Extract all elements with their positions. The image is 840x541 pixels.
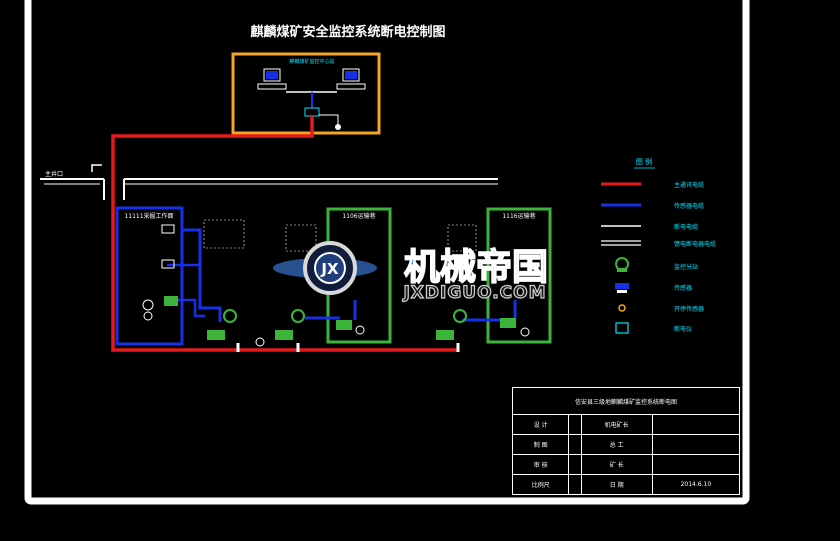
annotation-block [203, 219, 245, 249]
title-block-key: 制 图 [511, 434, 570, 455]
power-cutter-icon [520, 327, 530, 337]
title-block-value [568, 474, 582, 495]
sensor-icon [161, 259, 175, 269]
work-area-2-label: 1106运输巷 [342, 212, 375, 220]
diagram-title: 麒麟煤矿安全监控系统断电控制图 [250, 24, 445, 40]
title-block-header: 信安县三级地麒麟煤矿监控系统断电图 [512, 387, 740, 415]
substation-icon [436, 330, 454, 340]
legend-item-label: 开停传感器 [674, 305, 704, 313]
legend-item-label: 主通讯电缆 [674, 181, 704, 189]
work-area-3-box [486, 207, 552, 344]
power-cutter-icon [355, 325, 365, 335]
title-block-key: 审 核 [511, 454, 570, 475]
computer-right-icon [336, 68, 366, 90]
title-block-value [651, 414, 741, 435]
sensor-icon [615, 283, 629, 293]
title-block-key: 比例尺 [511, 474, 570, 495]
work-area-3: 1116运输巷 [436, 207, 552, 344]
title-block-key: 设 计 [511, 414, 570, 435]
annotation-block [285, 224, 317, 252]
substation-icon [207, 330, 225, 340]
power-cutter-icon [615, 322, 629, 334]
power-cutter-icon [142, 299, 154, 311]
work-area-1-box [115, 206, 184, 346]
ups-icon [335, 124, 341, 130]
substation-icon [615, 257, 629, 272]
monitoring-center: 麒麟煤矿监控中心站 [231, 52, 381, 135]
substation-icon [336, 320, 352, 330]
title-block-value [568, 434, 582, 455]
substation-icon [291, 309, 305, 323]
svg-text:JX: JX [320, 260, 339, 278]
monitoring-center-label: 麒麟煤矿监控中心站 [289, 58, 334, 65]
legend-title: 图 例 [636, 157, 652, 166]
annotation-block [447, 224, 477, 252]
substation-icon [275, 330, 293, 340]
substation-group-1 [207, 309, 305, 347]
ground-surface: 主井口 [40, 164, 498, 200]
title-block: 信安县三级地麒麟煤矿监控系统断电图 设 计 机电矿长 制 图 总 工 审 核 矿… [511, 387, 741, 495]
substation-icon [453, 309, 467, 323]
title-block-key: 矿 长 [580, 454, 653, 475]
power-cutter-icon [255, 337, 265, 347]
main-cable [111, 116, 460, 352]
substation-icon [223, 309, 237, 323]
computer-left-icon [257, 68, 287, 90]
legend-item-label: 传感器 [674, 284, 692, 292]
legend-item-label: 断电电缆 [674, 223, 698, 231]
title-block-key: 日 期 [580, 474, 653, 495]
watermark-en: JXDIGUO.COM [402, 283, 546, 303]
watermark: JX 机械帝国 JXDIGUO.COM [273, 241, 549, 304]
interface-unit-icon [304, 107, 320, 117]
title-block-value [651, 454, 741, 475]
shaft-label: 主井口 [45, 170, 63, 178]
work-area-1-label: 11111采掘工作面 [124, 212, 173, 220]
title-block-value: 2014.6.10 [651, 474, 741, 495]
legend-item-label: 馈电断电器电缆 [674, 240, 716, 248]
watermark-cn: 机械帝国 [404, 247, 548, 288]
title-block-key: 总 工 [580, 434, 653, 455]
onoff-sensor-icon [143, 311, 153, 321]
legend-item-label: 断电仪 [674, 325, 692, 333]
legend-item-label: 监控分站 [674, 263, 698, 271]
white-double-line-icon [601, 240, 641, 246]
substation-icon [164, 296, 178, 306]
onoff-sensor-icon [618, 304, 626, 312]
sensor-icon [161, 224, 175, 234]
drawing-frame [24, 0, 750, 505]
title-block-key: 机电矿长 [580, 414, 653, 435]
substation-icon [500, 318, 516, 328]
title-block-value [568, 454, 582, 475]
work-area-1: 11111采掘工作面 [115, 206, 245, 346]
title-block-value [651, 434, 741, 455]
title-block-value [568, 414, 582, 435]
work-area-3-label: 1116运输巷 [502, 212, 535, 220]
legend-item-label: 传感器电缆 [674, 202, 704, 210]
monitoring-center-box [231, 52, 381, 135]
legend: 图 例 主通讯电缆 传感器电缆 断电电缆 馈电断电器电缆 监控分站 传感器 开停… [601, 157, 716, 334]
